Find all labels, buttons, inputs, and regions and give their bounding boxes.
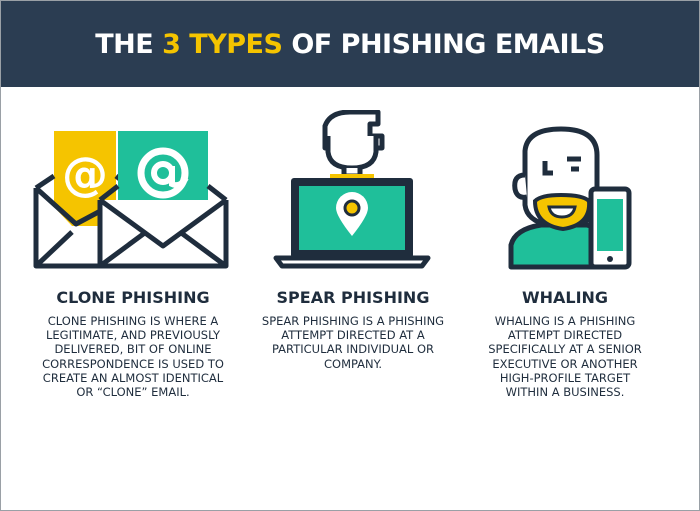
- spear-phishing-heading: SPEAR PHISHING: [276, 288, 430, 307]
- page-title: THE 3 TYPES OF PHISHING EMAILS: [95, 28, 605, 60]
- whaling-heading: WHALING: [521, 288, 609, 307]
- clone-phishing-description: CLONE PHISHING IS WHERE A LEGITIMATE, AN…: [42, 314, 224, 400]
- title-prefix: THE: [95, 28, 163, 60]
- spear-phishing-column: SPEAR PHISHING SPEAR PHISHING IS A PHISH…: [243, 288, 463, 371]
- header-banner: THE 3 TYPES OF PHISHING EMAILS: [1, 1, 699, 87]
- svg-text:@: @: [62, 147, 108, 201]
- clone-phishing-heading: CLONE PHISHING: [56, 288, 210, 307]
- spear-phishing-description: SPEAR PHISHING IS A PHISHING ATTEMPT DIR…: [261, 314, 445, 371]
- clone-phishing-column: CLONE PHISHING CLONE PHISHING IS WHERE A…: [23, 288, 243, 399]
- envelope-at-icon: @: [33, 131, 229, 269]
- whaling-column: WHALING WHALING IS A PHISHING ATTEMPT DI…: [455, 288, 675, 399]
- whaling-description: WHALING IS A PHISHING ATTEMPT DIRECTED S…: [488, 314, 642, 400]
- title-suffix: OF PHISHING EMAILS: [282, 28, 605, 60]
- title-accent: 3 TYPES: [162, 28, 283, 60]
- laptop-target-icon: [273, 110, 431, 269]
- executive-phone-icon: [508, 126, 632, 270]
